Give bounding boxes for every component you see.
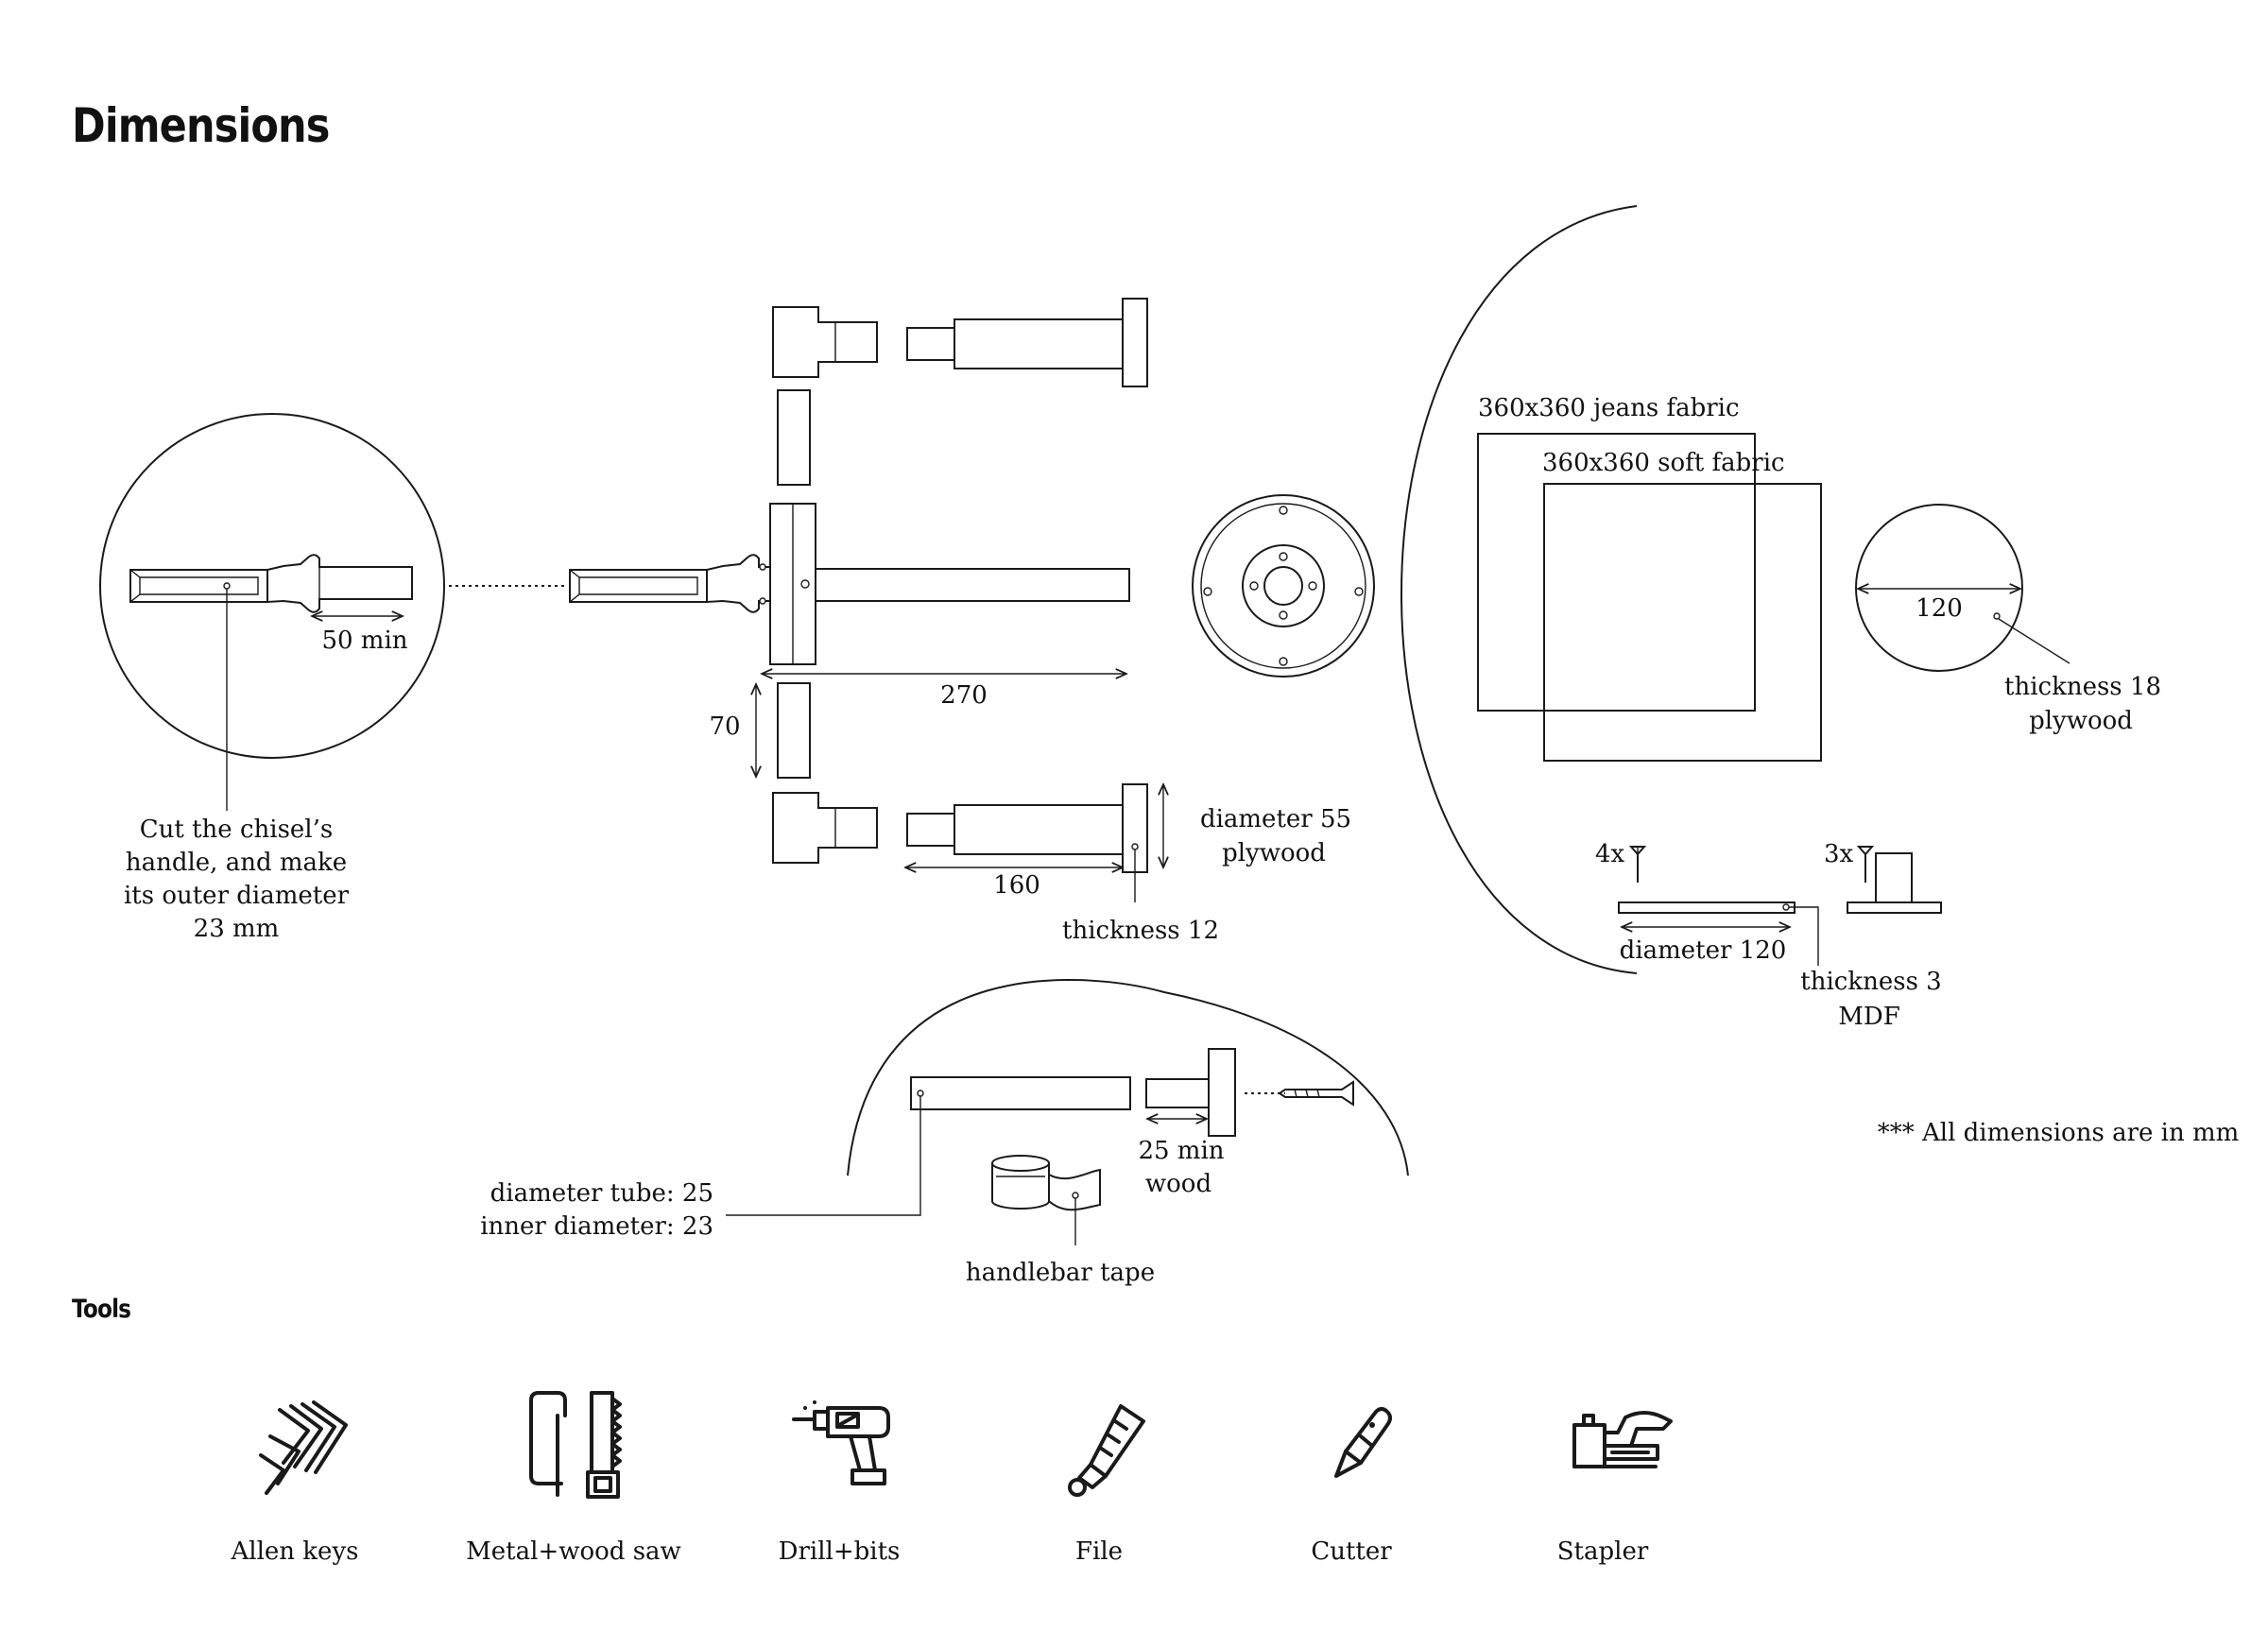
- thickness-18-label: thickness 18: [2004, 673, 2161, 701]
- jeans-fabric-label: 360x360 jeans fabric: [1478, 394, 1740, 422]
- cutter-icon: [1334, 1407, 1392, 1478]
- lower-spacer: [777, 682, 811, 779]
- chisel-note-line-1: Cut the chisel’s: [140, 815, 333, 844]
- tool-file: File: [1068, 1404, 1145, 1566]
- tool-label-saw: Metal+wood saw: [466, 1537, 681, 1566]
- tube-min-label: 25 min: [1138, 1137, 1224, 1165]
- tube-inner-diameter-label: inner diameter: 23: [480, 1212, 713, 1241]
- tube-piece: [910, 1076, 1131, 1110]
- tool-saw: Metal+wood saw: [466, 1391, 681, 1566]
- diameter-55-label: diameter 55: [1200, 805, 1351, 833]
- upper-spacer: [777, 389, 811, 486]
- handlebar-tape-label: handlebar tape: [966, 1259, 1155, 1287]
- count-3x-label: 3x: [1824, 840, 1854, 868]
- length-270-label: 270: [940, 681, 988, 710]
- chisel-min-label: 50 min: [321, 627, 407, 655]
- length-160-label: 160: [993, 871, 1040, 900]
- disc-120-label: 120: [1916, 594, 1963, 623]
- mount-base: [1847, 901, 1942, 914]
- tool-drill: Drill+bits: [779, 1400, 901, 1566]
- handlebar-tape-icon: [991, 1155, 1101, 1211]
- allen-keys-icon: [259, 1400, 348, 1495]
- bottom-detail: 25 min wood diameter tube: 25 inner diam…: [480, 978, 1409, 1287]
- screw-icon-3x: [1856, 846, 1875, 883]
- chisel-detail: 50 min Cut the chisel’s handle, and make…: [99, 413, 445, 943]
- diameter-120-label: diameter 120: [1620, 936, 1787, 965]
- plywood-disc: [1855, 504, 2023, 672]
- screw-icon-4x: [1628, 846, 1647, 883]
- bottom-handle-tip: [906, 813, 955, 847]
- tube-diameter-label: diameter tube: 25: [490, 1179, 713, 1208]
- bottom-joint-piece: [772, 792, 878, 864]
- top-handle-disc: [1122, 298, 1148, 387]
- tool-allen-keys: Allen keys: [231, 1400, 359, 1566]
- units-note: *** All dimensions are in mm: [1878, 1119, 2240, 1147]
- tool-stapler: Stapler: [1557, 1411, 1673, 1566]
- jeans-fabric-square: [1477, 433, 1756, 712]
- length-70-label: 70: [709, 712, 740, 741]
- main-shaft: [815, 568, 1130, 602]
- tool-label-stapler: Stapler: [1557, 1537, 1649, 1566]
- tools-title: Tools: [72, 1295, 131, 1324]
- tool-label-allen-keys: Allen keys: [231, 1537, 359, 1566]
- thickness-3-label: thickness 3: [1800, 968, 1941, 996]
- wood-insert: [1145, 1078, 1210, 1108]
- chisel-detail-circle: [99, 413, 445, 759]
- top-joint-piece: [772, 306, 878, 378]
- right-detail-arc: [1400, 205, 1638, 974]
- file-icon: [1068, 1404, 1145, 1497]
- flange-top-view: [1192, 494, 1375, 678]
- diameter-55-material-label: plywood: [1222, 839, 1326, 867]
- tool-label-file: File: [1075, 1537, 1123, 1566]
- tube-min-material-label: wood: [1145, 1170, 1211, 1198]
- top-handle-tip: [906, 327, 955, 361]
- tool-cutter: Cutter: [1311, 1407, 1392, 1566]
- bottom-handle-tube: [954, 804, 1124, 855]
- thickness-12-label: thickness 12: [1062, 917, 1219, 945]
- tool-label-drill: Drill+bits: [779, 1537, 901, 1566]
- top-handle-tube: [954, 318, 1124, 369]
- chisel-drawing-assembly: [569, 554, 771, 613]
- right-detail: 360x360 jeans fabric 360x360 soft fabric…: [1400, 205, 2161, 1031]
- tools-row: Allen keys Metal+wood saw: [231, 1391, 1673, 1566]
- chisel-note-line-2: handle, and make: [126, 849, 347, 877]
- soft-fabric-label: 360x360 soft fabric: [1542, 449, 1785, 477]
- chisel-drawing-detail: [129, 554, 413, 613]
- count-4x-label: 4x: [1595, 840, 1625, 868]
- central-assembly: 270 70 thickness 12 diameter 55 plywood …: [569, 298, 1351, 945]
- mount-post: [1875, 852, 1913, 903]
- stapler-icon: [1572, 1411, 1673, 1468]
- drill-icon: [792, 1400, 890, 1485]
- screw-icon-tube: [1278, 1080, 1354, 1107]
- mdf-strip: [1618, 901, 1796, 914]
- chisel-note-line-4: 23 mm: [194, 915, 280, 943]
- soft-fabric-square: [1543, 483, 1822, 762]
- thickness-18-material-label: plywood: [2029, 707, 2133, 735]
- tool-label-cutter: Cutter: [1311, 1537, 1392, 1566]
- wood-cap: [1208, 1048, 1236, 1137]
- chisel-note-line-3: its outer diameter: [124, 882, 350, 910]
- saw-icon: [529, 1391, 622, 1499]
- bottom-detail-arc: [847, 978, 1409, 1176]
- thickness-3-material-label: MDF: [1838, 1003, 1900, 1031]
- page-title: Dimensions: [72, 98, 330, 153]
